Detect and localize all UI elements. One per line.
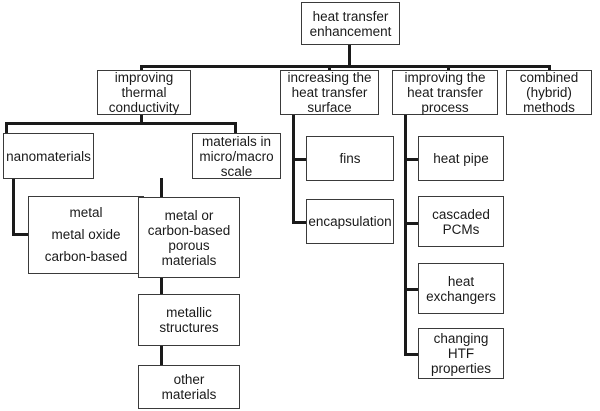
root-node: heat transfer enhancement (301, 2, 400, 45)
connector (404, 158, 420, 161)
node-changing-htf-properties: changing HTF properties (418, 328, 504, 379)
connector (404, 222, 420, 225)
node-micro-macro-materials: materials in micro/macro scale (192, 133, 281, 179)
connector (292, 158, 308, 161)
connector (404, 288, 420, 291)
connector (160, 178, 163, 391)
node-cascaded-pcms: cascaded PCMs (418, 196, 504, 247)
node-porous-materials: metal or carbon-based porous materials (138, 197, 240, 278)
connector (140, 65, 550, 68)
connector (404, 353, 420, 356)
node-heat-exchangers: heat exchangers (418, 263, 504, 314)
node-encapsulation: encapsulation (306, 199, 394, 244)
connector (12, 178, 15, 236)
category-heat-transfer-process: improving the heat transfer process (392, 70, 498, 115)
node-fins: fins (306, 136, 394, 181)
node-metallic-structures: metallic structures (138, 294, 240, 346)
connector (140, 65, 143, 72)
connector (234, 122, 237, 135)
node-nanomaterials: nanomaterials (3, 133, 94, 179)
connector (292, 114, 295, 224)
connector (5, 122, 8, 135)
nanomaterial-type: metal oxide (51, 227, 121, 242)
connector (140, 114, 143, 124)
category-heat-transfer-surface: increasing the heat transfer surface (280, 70, 379, 115)
category-combined-methods: combined (hybrid) methods (506, 70, 592, 115)
node-nanomaterial-types: metal metal oxide carbon-based (28, 196, 144, 274)
connector (12, 233, 30, 236)
connector (328, 65, 331, 72)
connector (292, 221, 308, 224)
node-heat-pipe: heat pipe (418, 136, 504, 181)
connector (404, 114, 407, 356)
nanomaterial-type: carbon-based (44, 249, 128, 264)
category-thermal-conductivity: improving thermal conductivity (97, 70, 191, 115)
connector (5, 122, 237, 125)
connector (548, 65, 551, 72)
connector (348, 44, 351, 67)
connector (447, 65, 450, 72)
nanomaterial-type: metal (69, 205, 103, 220)
node-other-materials: other materials (138, 365, 240, 409)
